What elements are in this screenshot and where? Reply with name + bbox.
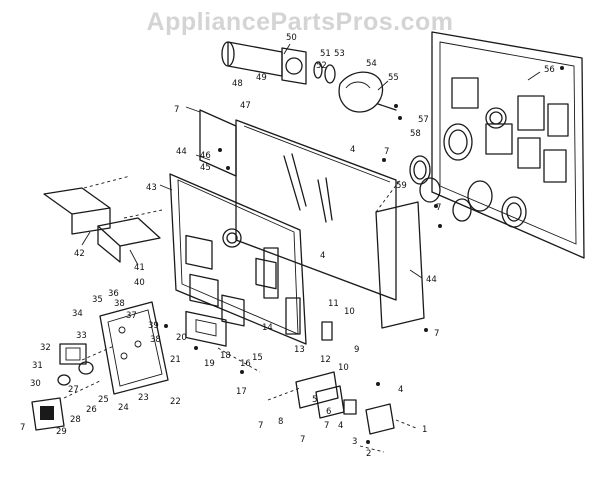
callout-17: 17 bbox=[236, 387, 247, 397]
callout-44-right: 44 bbox=[426, 275, 437, 285]
callout-24: 24 bbox=[118, 403, 129, 413]
callout-45: 45 bbox=[200, 163, 211, 173]
callout-6: 6 bbox=[326, 407, 331, 417]
callout-33: 33 bbox=[76, 331, 87, 341]
callout-55: 55 bbox=[388, 73, 399, 83]
callout-10b: 10 bbox=[338, 363, 349, 373]
left-thin-panel bbox=[199, 109, 237, 177]
callout-1: 1 bbox=[422, 425, 427, 435]
callout-38a: 38 bbox=[114, 299, 125, 309]
callout-10a: 10 bbox=[344, 307, 355, 317]
rear-panel bbox=[431, 31, 585, 259]
callout-32: 32 bbox=[40, 343, 51, 353]
callout-42: 42 bbox=[74, 249, 85, 259]
callout-53: 53 bbox=[334, 49, 345, 59]
callout-31: 31 bbox=[32, 361, 43, 371]
callout-49: 49 bbox=[256, 73, 267, 83]
callout-11: 11 bbox=[328, 299, 339, 309]
callout-labels: 48 49 50 51 52 53 54 55 56 57 58 59 47 4… bbox=[20, 33, 555, 459]
callout-30: 30 bbox=[30, 379, 41, 389]
callout-18: 18 bbox=[220, 351, 231, 361]
callout-41: 41 bbox=[134, 263, 145, 273]
callout-8: 8 bbox=[278, 417, 283, 427]
callout-37: 37 bbox=[126, 311, 137, 321]
callout-29: 29 bbox=[56, 427, 67, 437]
callout-13: 13 bbox=[294, 345, 305, 355]
callout-38b: 38 bbox=[150, 335, 161, 345]
callout-4b: 4 bbox=[320, 251, 325, 261]
callout-14: 14 bbox=[262, 323, 273, 333]
callout-7c: 7 bbox=[20, 423, 25, 433]
callout-3: 3 bbox=[352, 437, 357, 447]
callout-46: 46 bbox=[200, 151, 211, 161]
callout-15: 15 bbox=[252, 353, 263, 363]
callout-4a: 4 bbox=[350, 145, 355, 155]
callout-25: 25 bbox=[98, 395, 109, 405]
callout-7f: 7 bbox=[324, 421, 329, 431]
callout-7a: 7 bbox=[174, 105, 179, 115]
callout-19: 19 bbox=[204, 359, 215, 369]
callout-7h: 7 bbox=[436, 203, 441, 213]
callout-23: 23 bbox=[138, 393, 149, 403]
callout-28: 28 bbox=[70, 415, 81, 425]
brackets bbox=[43, 175, 163, 263]
lower-components bbox=[217, 247, 417, 453]
callout-47: 47 bbox=[240, 101, 251, 111]
callout-7g: 7 bbox=[434, 329, 439, 339]
callout-7d: 7 bbox=[258, 421, 263, 431]
callout-58: 58 bbox=[410, 129, 421, 139]
callout-4c: 4 bbox=[398, 385, 403, 395]
callout-21: 21 bbox=[170, 355, 181, 365]
control-box bbox=[31, 301, 169, 431]
front-frame bbox=[169, 173, 307, 347]
callout-22: 22 bbox=[170, 397, 181, 407]
callout-7b: 7 bbox=[384, 147, 389, 157]
callout-43: 43 bbox=[146, 183, 157, 193]
callout-39: 39 bbox=[148, 321, 159, 331]
callout-20: 20 bbox=[176, 333, 187, 343]
callout-56: 56 bbox=[544, 65, 555, 75]
callout-35: 35 bbox=[92, 295, 103, 305]
callout-12: 12 bbox=[320, 355, 331, 365]
callout-57: 57 bbox=[418, 115, 429, 125]
callout-4d: 4 bbox=[338, 421, 343, 431]
back-sheet bbox=[235, 119, 397, 301]
callout-48: 48 bbox=[232, 79, 243, 89]
fasteners bbox=[164, 66, 564, 374]
callout-7e: 7 bbox=[300, 435, 305, 445]
callout-9: 9 bbox=[354, 345, 359, 355]
callout-44-left: 44 bbox=[176, 147, 187, 157]
callout-50: 50 bbox=[286, 33, 297, 43]
callout-51: 51 bbox=[320, 49, 331, 59]
callout-27: 27 bbox=[68, 385, 79, 395]
callout-16: 16 bbox=[240, 359, 251, 369]
leader-lines bbox=[81, 43, 541, 279]
callout-34: 34 bbox=[72, 309, 83, 319]
callout-5: 5 bbox=[312, 395, 317, 405]
callout-36: 36 bbox=[108, 289, 119, 299]
grommets bbox=[409, 123, 527, 228]
callout-54: 54 bbox=[366, 59, 377, 69]
right-side-panel bbox=[375, 179, 425, 329]
fan-motor-assembly bbox=[221, 41, 397, 113]
callout-2: 2 bbox=[366, 449, 371, 459]
callout-40: 40 bbox=[134, 278, 145, 288]
callout-59: 59 bbox=[396, 181, 407, 191]
callout-26: 26 bbox=[86, 405, 97, 415]
callout-52: 52 bbox=[316, 61, 327, 71]
